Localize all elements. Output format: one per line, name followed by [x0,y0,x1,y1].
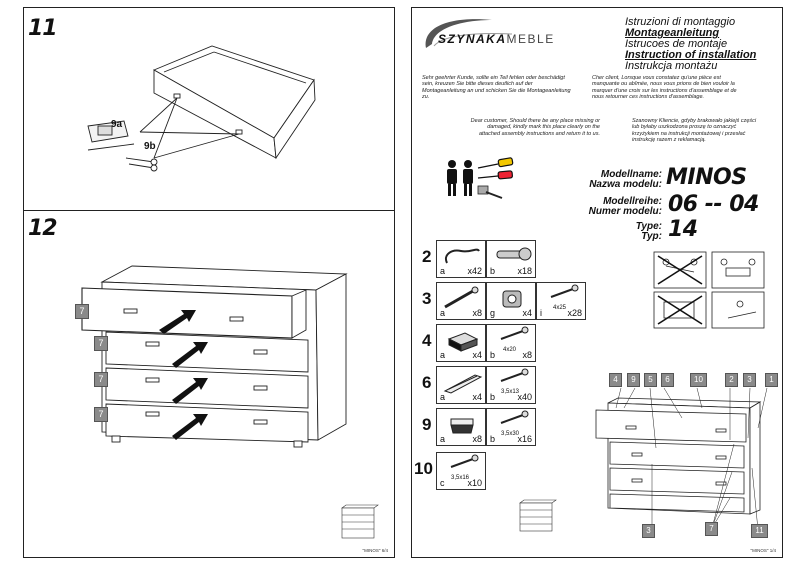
part-4b: 4x20 b x8 [486,324,536,362]
brand-logo: SZYNAKAMEBLE [438,32,555,46]
right-page: SZYNAKAMEBLE Istruzioni di montaggio Mon… [411,7,783,558]
model-series-label-1: Modellreihe: [603,196,662,207]
part-6b-size: 3,5x13 [501,389,520,395]
part-3i-letter: i [540,308,542,318]
part-10c: 3,5x16 c x10 [436,452,486,490]
diagram-tag-10: 10 [690,373,707,387]
part-6a-qty: x4 [472,392,482,402]
diagram-tag-3-bottom: 3 [642,524,655,538]
diagram-tag-11: 11 [751,524,768,538]
part-4b-qty: x8 [522,350,532,360]
part-6b-qty: x40 [517,392,532,402]
part-6b-letter: b [490,392,496,402]
part-3a-letter: a [440,308,446,318]
note-french: Cher client, Lorsque vous constatez qu'u… [592,75,737,101]
label-9b: 9b [144,141,156,152]
part-group-9-number: 9 [422,415,432,434]
diagram-tag-2: 2 [725,373,738,387]
step-11-number: 11 [28,16,58,41]
part-2b-qty: x18 [517,266,532,276]
part-9a: a x8 [436,408,486,446]
model-series-label-2: Numer modelu: [588,206,662,217]
title-spanish: Istrucoes de montaje [625,38,728,50]
assembly-diagram [519,387,768,532]
part-group-4-number: 4 [422,331,432,350]
type-value: 14 [668,217,698,242]
title-german: Montageanleitung [625,27,720,39]
diagram-tag-6: 6 [661,373,674,387]
part-6a-letter: a [440,392,446,402]
part-10c-letter: c [440,478,445,488]
drawer-tag-4: 7 [94,407,108,422]
part-3i-size: 4x25 [553,305,567,311]
left-footer: "MINOS" 6/4 [362,548,388,553]
part-4b-letter: b [490,350,496,360]
diagram-tag-5: 5 [644,373,657,387]
right-footer: "MINOS" 1/4 [750,548,776,553]
part-group-3-number: 3 [422,289,432,308]
part-group-10-number: 10 [414,459,433,478]
note-polish: Szanowny Kliencie, gdyby brakowało jakie… [632,118,757,144]
part-4a: a x4 [436,324,486,362]
diagram-tag-1: 1 [765,373,778,387]
model-name-label-2: Nazwa modelu: [589,179,662,190]
title-english: Instruction of installation [625,49,757,61]
part-2a-qty: x42 [467,266,482,276]
part-4a-letter: a [440,350,446,360]
section-divider [24,210,394,211]
part-9b-letter: b [490,434,496,444]
part-3a: a x8 [436,282,486,320]
part-3i: 4x25 i x28 [536,282,586,320]
part-4a-qty: x4 [472,350,482,360]
handling-warning-icons [653,251,765,329]
diagram-tag-3-top: 3 [743,373,756,387]
part-group-2-number: 2 [422,247,432,266]
drawer-tag-3: 7 [94,372,108,387]
part-3a-qty: x8 [472,308,482,318]
step-12-number: 12 [28,216,58,241]
brand-name-bold: SZYNAKA [438,32,507,46]
diagram-tag-7: 7 [705,522,718,536]
part-3i-qty: x28 [567,308,582,318]
left-page: 11 9a 9b 12 [23,7,395,558]
part-4b-size: 4x20 [503,347,517,353]
part-2b-letter: b [490,266,496,276]
part-6a: a x4 [436,366,486,404]
part-group-6-number: 6 [422,373,432,392]
part-2b: b x18 [486,240,536,278]
brand-name-light: MEBLE [506,32,555,46]
model-name-label-1: Modellname: [600,169,662,180]
diagram-tag-4: 4 [609,373,622,387]
part-3g-letter: g [490,308,496,318]
part-2a: a x42 [436,240,486,278]
type-label-2: Typ: [641,231,662,242]
brand-swoosh-logo [425,19,513,48]
type-label-1: Type: [635,221,662,232]
part-9b-qty: x16 [517,434,532,444]
note-german: Sehr geehrter Kunde, sollte ein Teil feh… [422,75,571,101]
step-12-chest-illustration [81,265,379,539]
part-9a-letter: a [440,434,446,444]
part-3g-qty: x4 [522,308,532,318]
title-polish: Instrukcja montażu [625,60,718,72]
part-6b: 3,5x13 b x40 [486,366,536,404]
part-9b: 3,5x30 b x16 [486,408,536,446]
part-9b-size: 3,5x30 [501,431,520,437]
drawer-tag-2: 7 [94,336,108,351]
model-series-value: 06 -- 04 [668,192,759,217]
part-9a-qty: x8 [472,434,482,444]
model-name-value: MINOS [666,165,747,190]
part-3g: g x4 [486,282,536,320]
title-italian: Istruzioni di montaggio [625,16,736,28]
label-9a: 9a [111,119,123,130]
part-10c-qty: x10 [467,478,482,488]
step-11-drawer-illustration [87,45,316,172]
tools-illustration [447,157,514,199]
note-english: Dear customer, Should there be any place… [470,118,600,137]
part-2a-letter: a [440,266,446,276]
diagram-tag-9: 9 [627,373,640,387]
part-10c-size: 3,5x16 [451,475,470,481]
drawer-tag-1: 7 [75,304,89,319]
